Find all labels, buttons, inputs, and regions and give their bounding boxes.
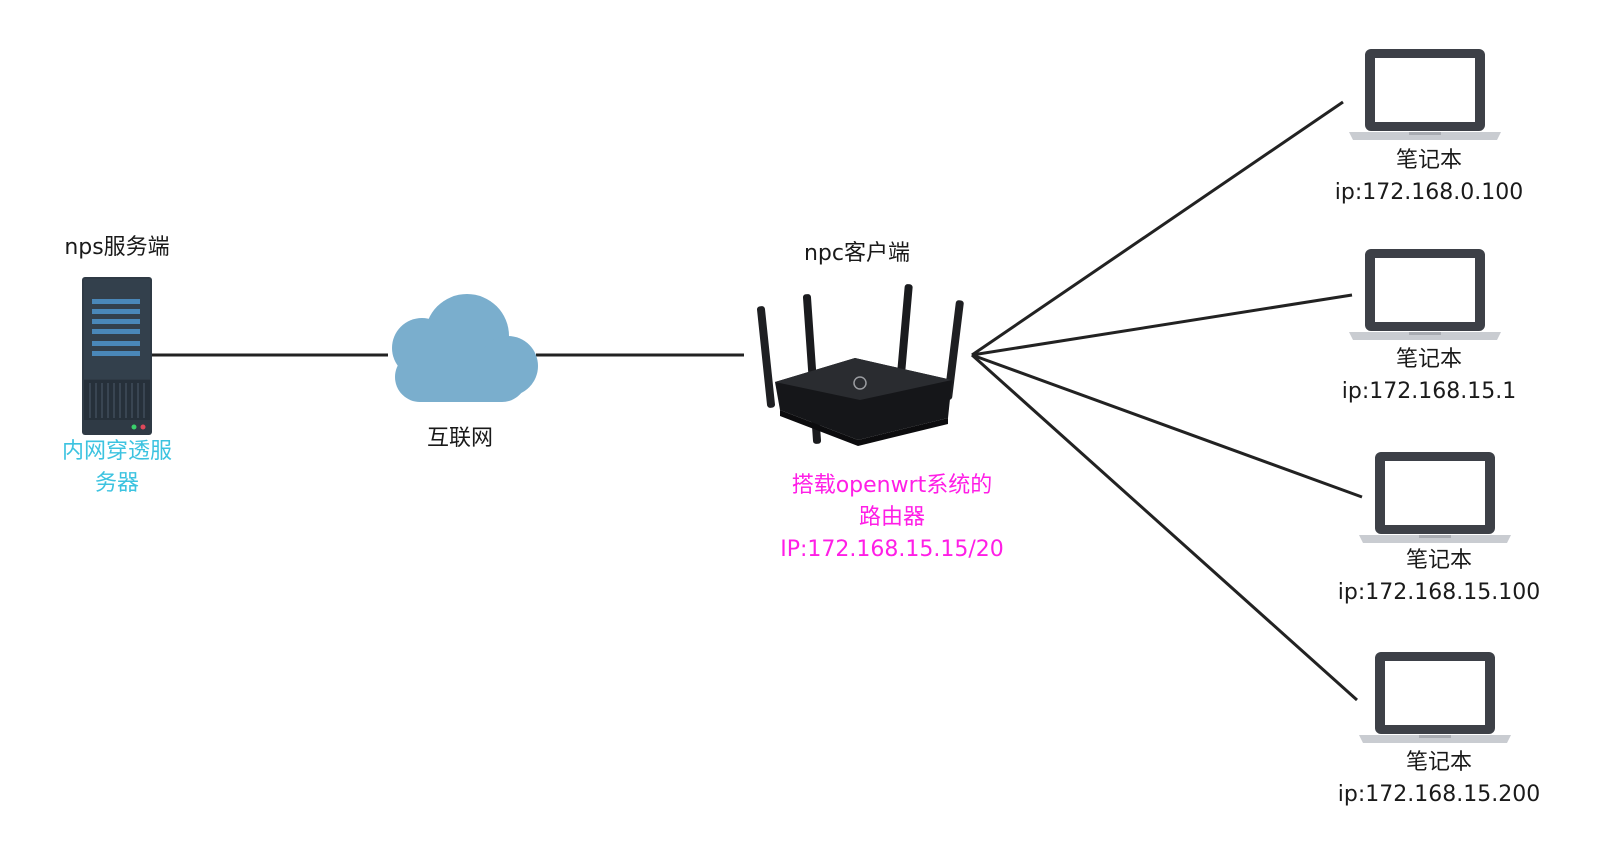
router-caption-line-2: 路由器 [858,505,925,530]
server-title: nps服务端 [64,235,170,260]
server-caption-line-2: 务器 [94,471,139,496]
laptop-label-3: 笔记本 ip:172.168.15.100 [1330,545,1548,609]
server-icon [82,277,152,435]
router-caption-line-1: 搭载openwrt系统的 [791,473,993,498]
laptop-ip: ip:172.168.15.1 [1341,379,1517,404]
cloud-icon [392,294,538,402]
laptop-name: 笔记本 [1395,347,1462,372]
laptop-icon-2 [1349,249,1501,340]
router-caption-line-3: IP:172.168.15.15/20 [780,537,1004,562]
laptop-name: 笔记本 [1395,148,1462,173]
laptop-label-1: 笔记本 ip:172.168.0.100 [1323,145,1535,209]
laptop-ip: ip:172.168.0.100 [1334,180,1524,205]
laptop-ip: ip:172.168.15.200 [1337,782,1541,807]
laptop-name: 笔记本 [1405,548,1472,573]
router-icon [756,284,964,446]
laptop-icon-4 [1359,652,1511,743]
link-router-laptop-4 [970,353,1359,702]
link-router-laptop-3 [971,353,1363,499]
laptop-icon-3 [1359,452,1511,543]
server-caption-line-1: 内网穿透服 [61,439,172,464]
link-router-laptop-1 [971,100,1344,357]
laptop-label-2: 笔记本 ip:172.168.15.1 [1323,344,1535,408]
laptop-icon-1 [1349,49,1501,140]
server-caption: 内网穿透服 务器 [40,436,194,500]
laptop-label-4: 笔记本 ip:172.168.15.200 [1330,747,1548,811]
connection-lines [152,100,1363,702]
laptop-name: 笔记本 [1405,750,1472,775]
router-title: npc客户端 [803,241,910,266]
laptop-ip: ip:172.168.15.100 [1337,580,1541,605]
router-caption: 搭载openwrt系统的 路由器 IP:172.168.15.15/20 [762,470,1022,566]
link-router-laptop-2 [971,293,1353,357]
internet-label: 互联网 [426,426,493,451]
